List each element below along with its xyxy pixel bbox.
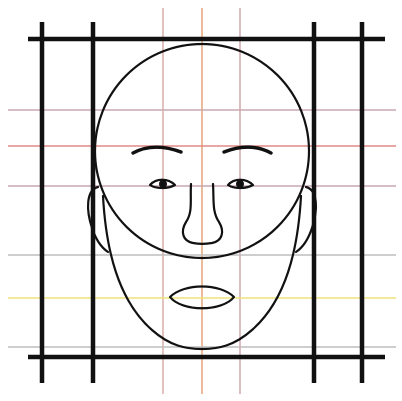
left-pupil — [159, 180, 167, 188]
right-pupil — [236, 180, 244, 188]
